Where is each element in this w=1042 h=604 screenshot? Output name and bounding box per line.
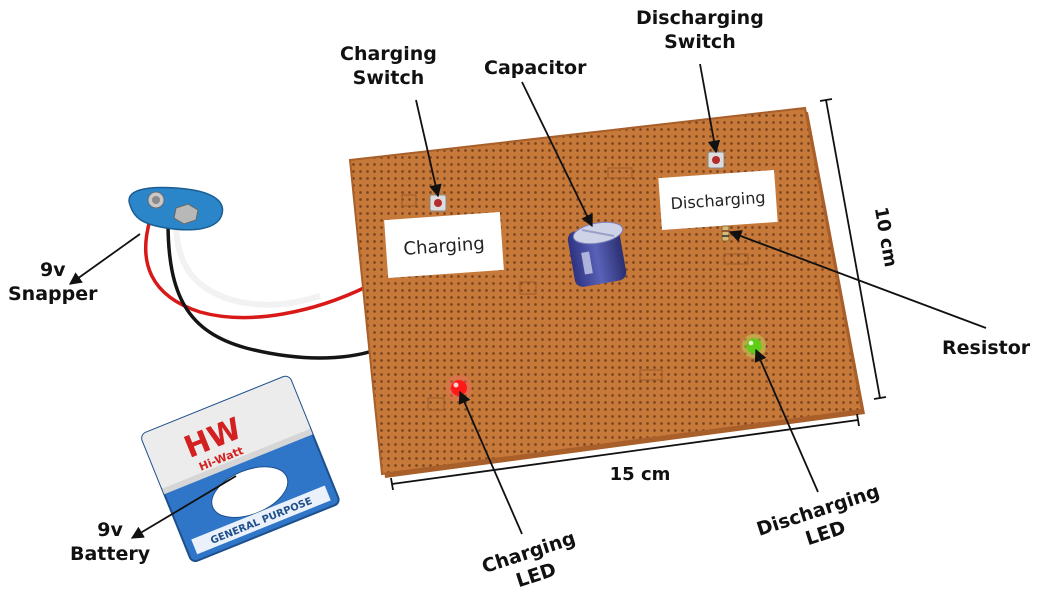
snapper-arrow (68, 233, 141, 285)
charging-switch (429, 194, 447, 212)
height-dimension-line (825, 99, 881, 399)
battery-callout-line1: 9v (97, 519, 123, 541)
resistor-arrow (728, 230, 987, 329)
charging-led (446, 375, 472, 401)
resistor-callout-line1: Resistor (942, 337, 1031, 359)
battery-callout: 9v Battery (70, 518, 150, 566)
charging-board-label: Charging (384, 212, 504, 278)
resistor-callout: Resistor (942, 336, 1030, 360)
battery-arrow (130, 475, 237, 539)
discharging-led (742, 334, 766, 358)
resistor-icon (721, 225, 730, 242)
width-dimension-line (391, 419, 859, 485)
discharging-board-label: Discharging (658, 170, 778, 230)
charging-switch-callout-line2: Switch (352, 67, 425, 89)
charging-led-arrow (458, 390, 523, 535)
capacitor (567, 221, 627, 287)
discharging-switch-arrow (699, 63, 721, 154)
discharging-led-arrow (754, 348, 819, 493)
capacitor-callout-line1: Capacitor (484, 57, 587, 79)
black-wire (166, 221, 377, 360)
charging-switch-arrow (415, 99, 442, 198)
dimension-lines (390, 98, 887, 491)
width-dimension-label: 15 cm (610, 464, 671, 485)
discharging-switch (707, 151, 725, 169)
callout-arrows (68, 63, 987, 539)
discharging-switch-callout-line1: Discharging (636, 7, 764, 29)
capacitor-arrow (521, 81, 593, 228)
snapper-callout-line1: 9v (39, 259, 66, 281)
snapper-callout-line2: Snapper (8, 283, 98, 305)
discharging-switch-callout: Discharging Switch (636, 6, 764, 54)
wires (143, 219, 377, 360)
capacitor-callout: Capacitor (484, 56, 586, 80)
red-wire (143, 219, 369, 320)
height-dimension-label: 10 cm (870, 205, 901, 268)
battery-callout-line2: Battery (70, 543, 151, 565)
battery-snapper (128, 186, 224, 231)
resistor (721, 225, 730, 242)
9v-battery: HW Hi-Watt GENERAL PURPOSE (141, 375, 340, 563)
led-icon (746, 338, 762, 354)
white-wire (173, 221, 321, 308)
snapper-callout: 9v Snapper (8, 258, 98, 306)
discharging-switch-callout-line2: Switch (664, 31, 736, 53)
led-icon (451, 380, 467, 396)
charging-switch-callout-line1: Charging (340, 43, 437, 65)
charging-switch-callout: Charging Switch (340, 42, 437, 90)
